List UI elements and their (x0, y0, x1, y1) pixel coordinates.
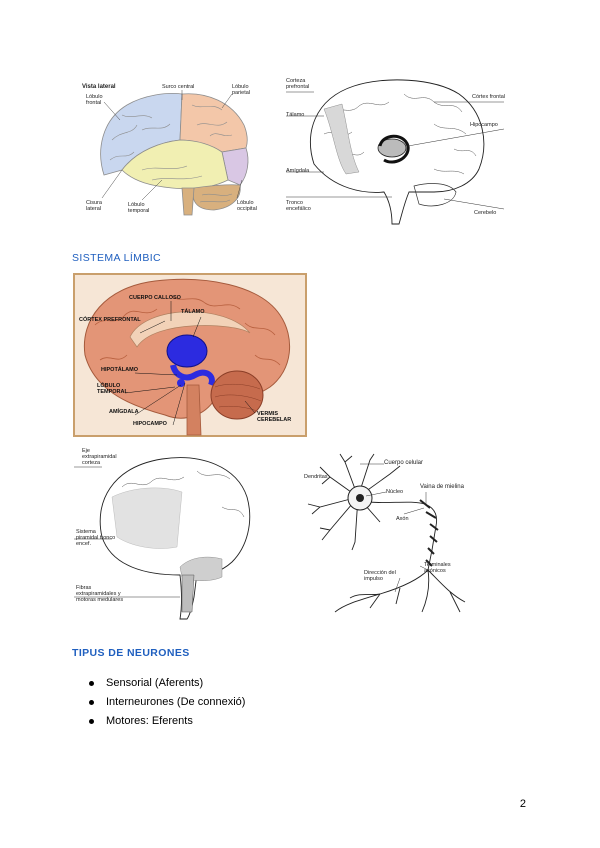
pathways-illustration (74, 457, 251, 620)
label-lobulo-temporal: Lóbulo temporal (128, 202, 150, 214)
label-talamo-limbic: TÁLAMO (181, 309, 205, 315)
figure-sagittal-brain: Corteza prefrontal Tálamo Amígdala Tronc… (284, 74, 509, 226)
cerebellum (192, 184, 241, 211)
label-cuerpo-celular: Cuerpo celular (384, 460, 424, 466)
temporal-lobe (121, 139, 229, 190)
label-hipocampo: Hipocampo (470, 122, 498, 128)
label-lobulo-frontal: Lóbulo frontal (86, 94, 103, 106)
heading-sistema-limbic: SISTEMA LÍMBIC (72, 252, 162, 264)
bullet-icon (89, 681, 94, 686)
label-vista-lateral: Vista lateral (82, 84, 116, 90)
neuron-illustration (307, 453, 466, 613)
figure-lateral-brain: Vista lateral Lóbulo frontal Surco centr… (82, 80, 272, 225)
label-talamo: Tálamo (286, 112, 305, 118)
label-dendritas: Dendritas (304, 474, 328, 480)
label-hipotalamo: HIPOTÁLAMO (101, 367, 138, 373)
list-item-label: Interneurones (De connexió) (106, 696, 246, 708)
label-cuerpo-calloso: CUERPO CALLOSO (129, 295, 181, 301)
label-hipocampo-limbic: HIPOCAMPO (133, 421, 167, 427)
label-cortex-frontal: Córtex frontal (472, 94, 506, 100)
label-eje-extrapiramidal: Eje extrapiramidal corteza (82, 448, 117, 466)
label-nucleo: Núcleo (386, 489, 404, 495)
list-item: Motores: Eferents (72, 712, 372, 731)
label-sistema-piramidal: Sistema piramidal tronco encef. (76, 529, 116, 547)
label-lobulo-parietal: Lóbulo parietal (232, 84, 251, 96)
label-cortex-prefrontal: CÓRTEX PREFRONTAL (79, 317, 141, 323)
bullet-icon (89, 700, 94, 705)
figure-neuron: Dendritas Cuerpo celular Núcleo Vaina de… (300, 452, 490, 624)
label-amigdala-limbic: AMÍGDALA (109, 409, 139, 415)
label-direccion-impulso: Dirección del impulso (364, 570, 396, 582)
label-cerebelo: Cerebelo (474, 210, 497, 216)
sagittal-brain-illustration (286, 79, 505, 225)
label-tronco-encefalico: Tronco encefálico (286, 200, 311, 212)
lateral-brain-illustration (100, 90, 249, 216)
brainstem (181, 187, 195, 216)
label-axon: Axón (396, 516, 409, 522)
page-number: 2 (519, 798, 526, 810)
label-corteza-prefrontal: Corteza prefrontal (286, 78, 310, 90)
heading-tipus-neurones: TIPUS DE NEURONES (72, 647, 190, 659)
bullet-icon (89, 719, 94, 724)
list-item: Interneurones (De connexió) (72, 693, 372, 712)
figure-limbic-system: CUERPO CALLOSO CÓRTEX PREFRONTAL TÁLAMO … (73, 273, 307, 437)
label-vermis-cerebelar: VERMIS CEREBELAR (257, 411, 292, 423)
figure-brain-pathways: Eje extrapiramidal corteza Sistema piram… (72, 447, 282, 620)
label-vaina-mielina: Vaina de mielina (420, 484, 464, 490)
occipital-lobe (221, 147, 249, 186)
label-terminales-axonicos: Terminales axónicos (424, 562, 451, 574)
label-lobulo-occipital: Lóbulo occipital (237, 200, 257, 212)
limbic-illustration (83, 278, 291, 436)
list-item-label: Sensorial (Aferents) (106, 677, 204, 689)
label-surco-central: Surco central (162, 84, 195, 90)
label-cisura-lateral: Cisura lateral (86, 200, 102, 212)
label-amigdala: Amígdala (286, 168, 310, 174)
label-lobulo-temporal-limbic: LÓBULO TEMPORAL (97, 383, 128, 395)
list-item: Sensorial (Aferents) (72, 674, 372, 693)
list-item-label: Motores: Eferents (106, 715, 193, 727)
neuron-types-list: Sensorial (Aferents) Interneurones (De c… (72, 674, 372, 731)
label-fibras: Fibras extrapiramidales y motoras medula… (76, 585, 124, 603)
